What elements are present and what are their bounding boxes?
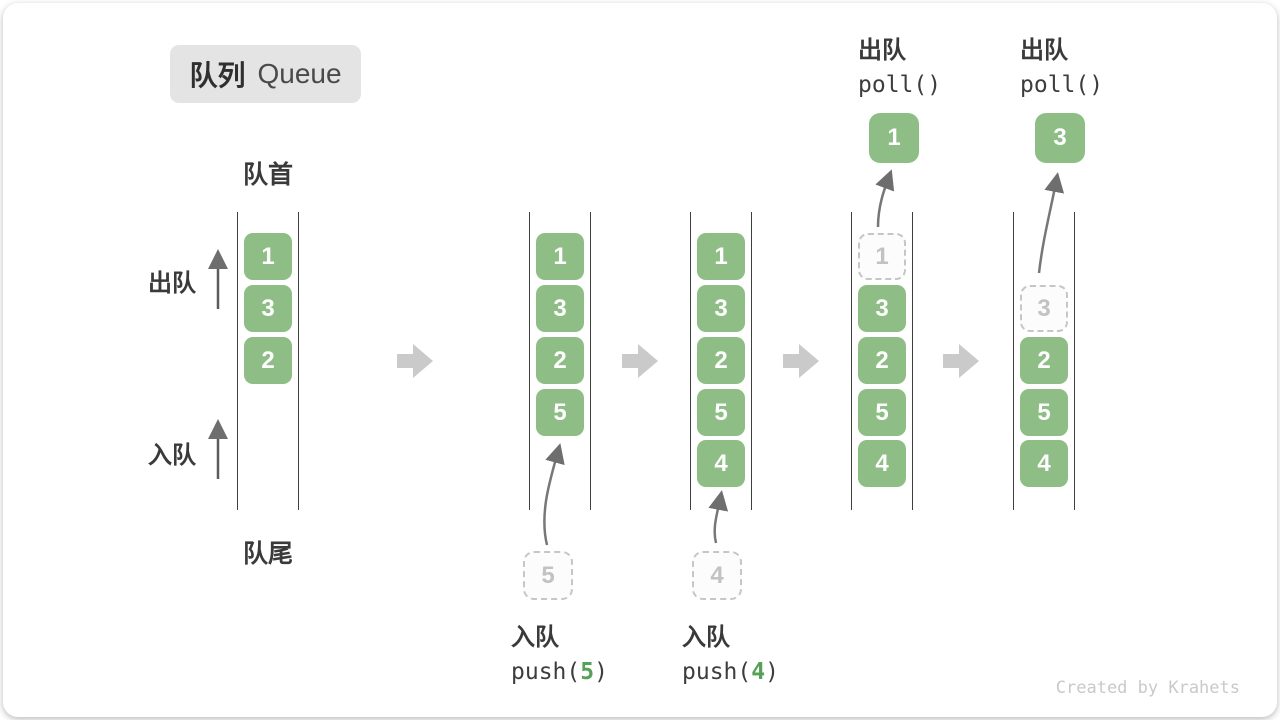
pending-item: 4 xyxy=(692,551,742,600)
figure-card xyxy=(3,3,1277,717)
queue-item: 1 xyxy=(536,233,584,280)
queue-item: 5 xyxy=(536,389,584,436)
push-5-op-label: 入队 push(5) xyxy=(511,617,608,685)
queue-item: 2 xyxy=(1020,337,1068,384)
queue-front-label: 队首 xyxy=(242,161,293,189)
op-code-text: poll() xyxy=(1020,72,1104,98)
op-action-text: 出队 xyxy=(858,37,906,64)
code-post: ) xyxy=(594,659,608,685)
code-arg: 4 xyxy=(751,659,766,685)
title-zh: 队列 xyxy=(189,60,246,91)
code-arg: 5 xyxy=(580,659,595,685)
queue-item: 5 xyxy=(1020,389,1068,436)
push-4-op-label: 入队 push(4) xyxy=(682,617,779,685)
title-badge: 队列 Queue xyxy=(170,45,361,103)
poll-op-label-1: 出队 poll() xyxy=(858,30,941,98)
queue-item: 3 xyxy=(858,285,906,332)
queue-step-5: 3 2 5 4 xyxy=(1013,212,1075,510)
op-code-text: poll() xyxy=(858,72,942,98)
queue-item: 2 xyxy=(536,337,584,384)
dequeue-side-label: 出队 xyxy=(148,270,196,297)
queue-item: 5 xyxy=(858,389,906,436)
op-action-text: 入队 xyxy=(682,624,730,651)
op-action-text: 入队 xyxy=(511,624,559,651)
pending-item: 5 xyxy=(523,551,573,600)
code-post: ) xyxy=(765,659,779,685)
popped-item: 1 xyxy=(869,113,919,163)
code-pre: push( xyxy=(682,659,752,685)
queue-rear-label: 队尾 xyxy=(242,540,293,568)
op-code-text: push(5) xyxy=(511,659,608,685)
op-code-text: push(4) xyxy=(682,659,779,685)
queue-item: 3 xyxy=(697,285,745,332)
queue-step-1: 1 3 2 xyxy=(237,212,299,510)
queue-item: 4 xyxy=(858,440,906,487)
queue-step-2: 1 3 2 5 xyxy=(529,212,591,510)
queue-item: 1 xyxy=(244,233,292,280)
queue-item: 3 xyxy=(536,285,584,332)
ghost-item: 1 xyxy=(858,233,906,280)
code-pre: push( xyxy=(511,659,581,685)
queue-item: 4 xyxy=(1020,440,1068,487)
enqueue-side-label: 入队 xyxy=(148,442,196,469)
queue-item: 2 xyxy=(858,337,906,384)
title-en: Queue xyxy=(257,58,342,89)
ghost-item: 3 xyxy=(1020,285,1068,332)
queue-item: 5 xyxy=(697,389,745,436)
queue-item: 1 xyxy=(697,233,745,280)
popped-item: 3 xyxy=(1035,113,1085,163)
queue-item: 3 xyxy=(244,285,292,332)
watermark: Created by Krahets xyxy=(1055,678,1240,698)
poll-op-label-2: 出队 poll() xyxy=(1020,30,1103,98)
queue-step-4: 1 3 2 5 4 xyxy=(851,212,913,510)
queue-item: 2 xyxy=(697,337,745,384)
queue-step-3: 1 3 2 5 4 xyxy=(690,212,752,510)
queue-item: 2 xyxy=(244,337,292,384)
op-action-text: 出队 xyxy=(1020,37,1068,64)
queue-item: 4 xyxy=(697,440,745,487)
